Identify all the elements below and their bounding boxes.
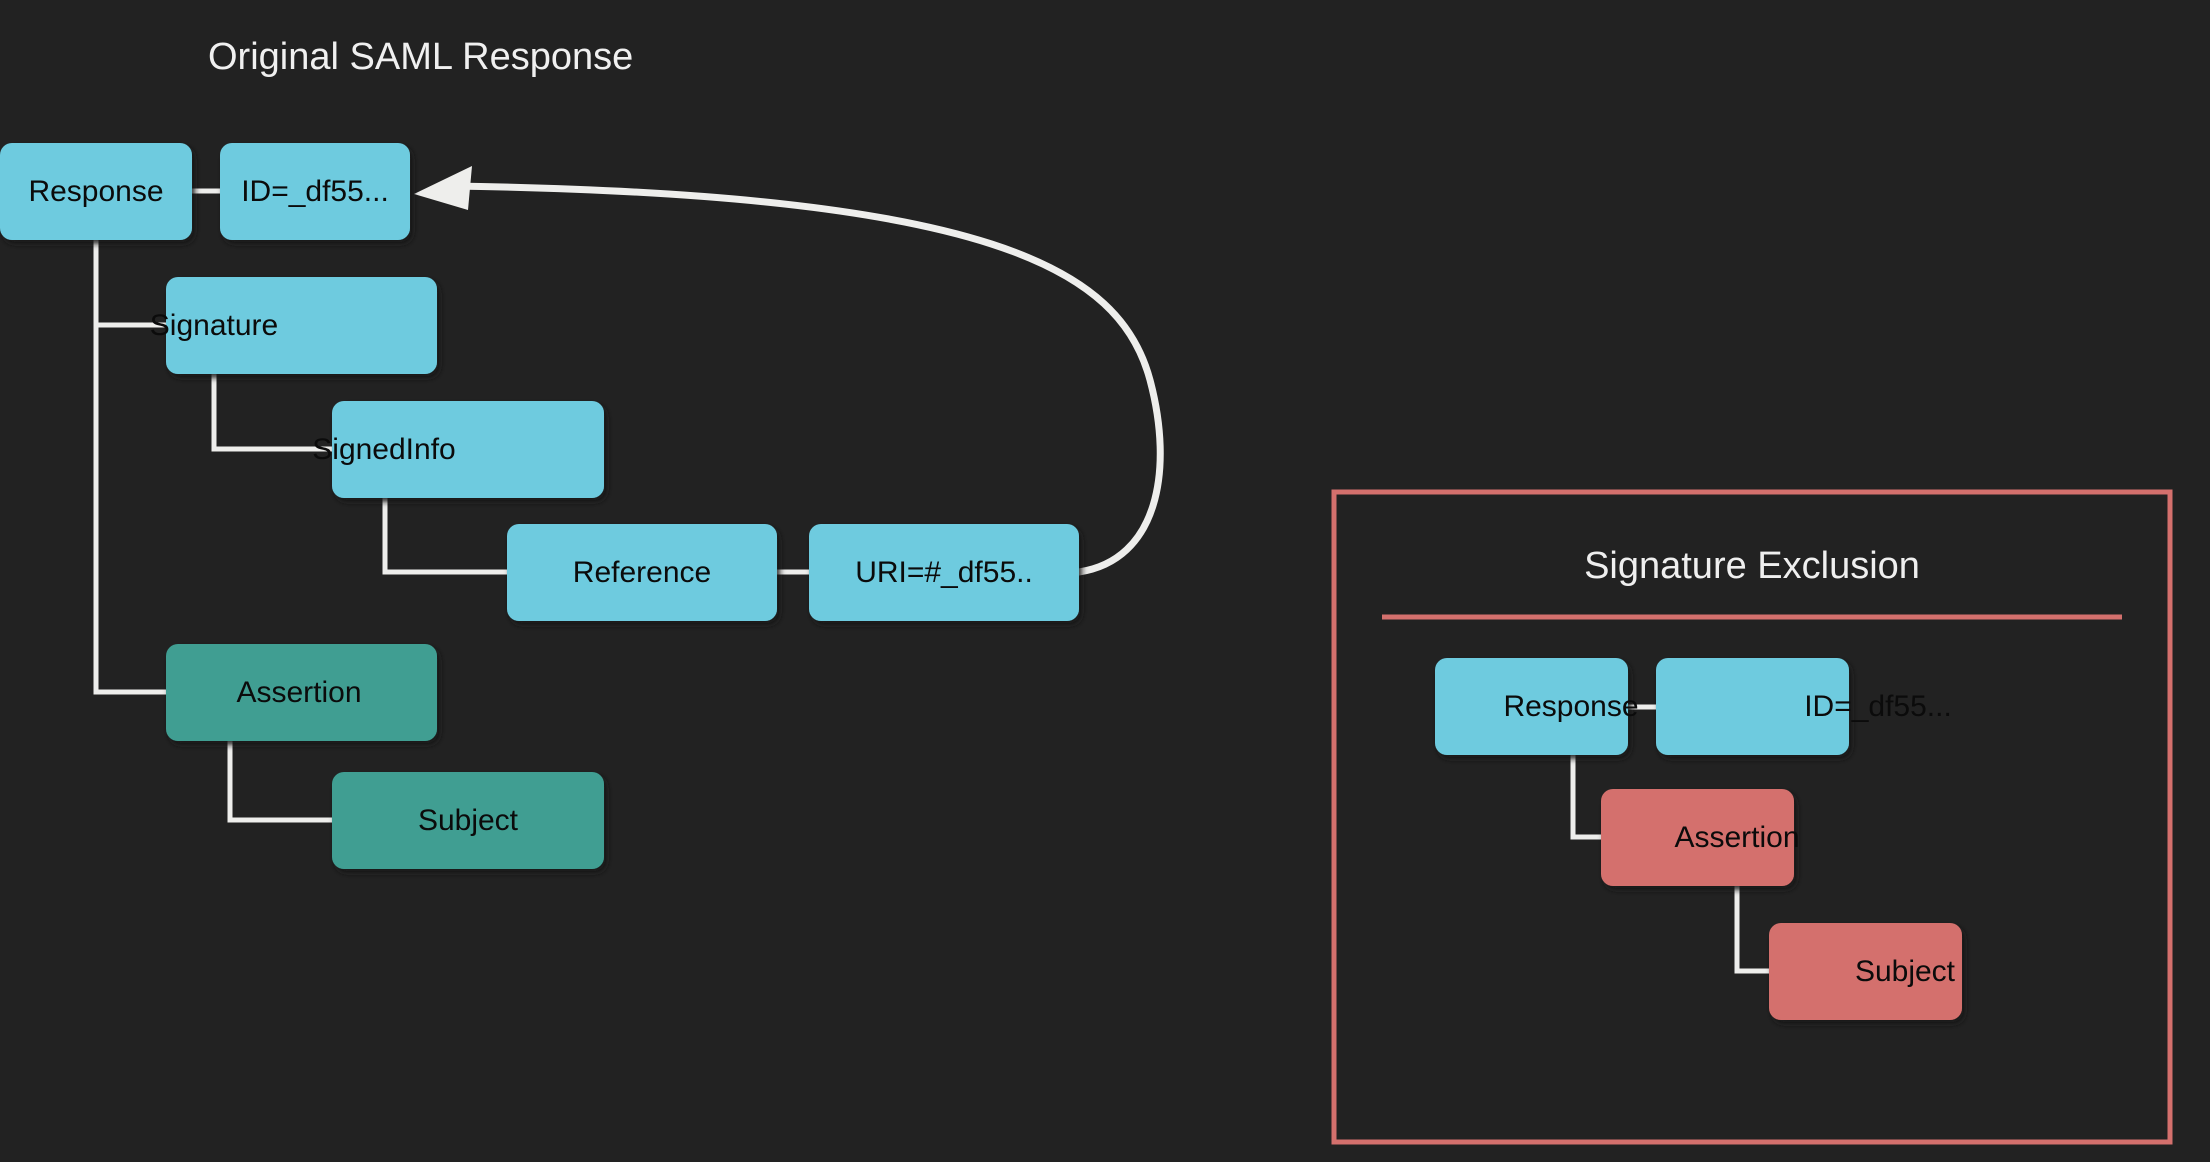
edge-r-assertion-to-subject <box>1734 886 1769 974</box>
node-uri[interactable]: URI=#_df55.. <box>809 524 1079 621</box>
node-response-box[interactable] <box>0 143 192 240</box>
node-signedinfo[interactable]: SignedInfo <box>312 401 604 498</box>
node-signature-label: Signature <box>150 309 278 342</box>
signature-exclusion-panel: Signature Exclusion Response ID=_df55... <box>1331 489 2173 1145</box>
panel-title: Signature Exclusion <box>1584 545 1920 587</box>
right-nodes-group: Response ID=_df55... Assertion Subject <box>1435 658 1962 1020</box>
node-response-id-label: ID=_df55... <box>241 175 389 208</box>
node-r-response-id-box[interactable] <box>1656 658 1849 755</box>
node-uri-box[interactable] <box>809 524 1079 621</box>
node-reference-label: Reference <box>573 556 711 589</box>
node-reference-box[interactable] <box>507 524 777 621</box>
node-signature-box[interactable] <box>166 277 437 374</box>
node-r-response-id-label: ID=_df55... <box>1804 690 1952 723</box>
uri-to-id-reference-arrow <box>414 166 1164 576</box>
node-response-label: Response <box>28 175 163 208</box>
node-uri-label: URI=#_df55.. <box>855 556 1033 589</box>
node-signature[interactable]: Signature <box>150 277 437 374</box>
node-signedinfo-label: SignedInfo <box>312 433 455 466</box>
node-response-id[interactable]: ID=_df55... <box>220 143 410 240</box>
node-assertion-box[interactable] <box>166 644 437 741</box>
left-diagram-title: Original SAML Response <box>208 36 633 78</box>
reference-arc-path <box>448 182 1164 576</box>
edge-signedinfo-to-reference <box>382 498 507 575</box>
node-r-response-label: Response <box>1503 690 1638 723</box>
node-assertion-label: Assertion <box>236 676 361 709</box>
panel-border <box>1331 489 2173 1145</box>
node-r-response-box[interactable] <box>1435 658 1628 755</box>
node-subject-label: Subject <box>418 804 519 837</box>
node-r-response-id[interactable]: ID=_df55... <box>1656 658 1952 755</box>
node-r-assertion[interactable]: Assertion <box>1601 789 1800 886</box>
node-r-subject[interactable]: Subject <box>1769 923 1962 1020</box>
reference-arrow-head <box>414 166 472 210</box>
left-edges-group <box>93 188 809 823</box>
left-nodes-group: Response ID=_df55... Signature SignedInf… <box>0 143 1079 869</box>
node-response[interactable]: Response <box>0 143 192 240</box>
node-response-id-box[interactable] <box>220 143 410 240</box>
edge-assertion-to-subject <box>227 741 332 823</box>
node-r-response[interactable]: Response <box>1435 658 1639 755</box>
left-diagram-group: Original SAML Response <box>0 36 1164 869</box>
node-assertion[interactable]: Assertion <box>166 644 437 741</box>
edge-response-to-assertion <box>93 240 166 695</box>
node-r-assertion-label: Assertion <box>1674 821 1799 854</box>
node-r-subject-label: Subject <box>1855 955 1956 988</box>
right-edges-group <box>1570 704 1769 974</box>
node-r-subject-box[interactable] <box>1769 923 1962 1020</box>
node-subject[interactable]: Subject <box>332 772 604 869</box>
edge-signature-to-signedinfo <box>211 374 332 452</box>
node-r-assertion-box[interactable] <box>1601 789 1794 886</box>
node-signedinfo-box[interactable] <box>332 401 604 498</box>
node-subject-box[interactable] <box>332 772 604 869</box>
node-reference[interactable]: Reference <box>507 524 777 621</box>
edge-r-response-to-assertion <box>1570 755 1601 840</box>
